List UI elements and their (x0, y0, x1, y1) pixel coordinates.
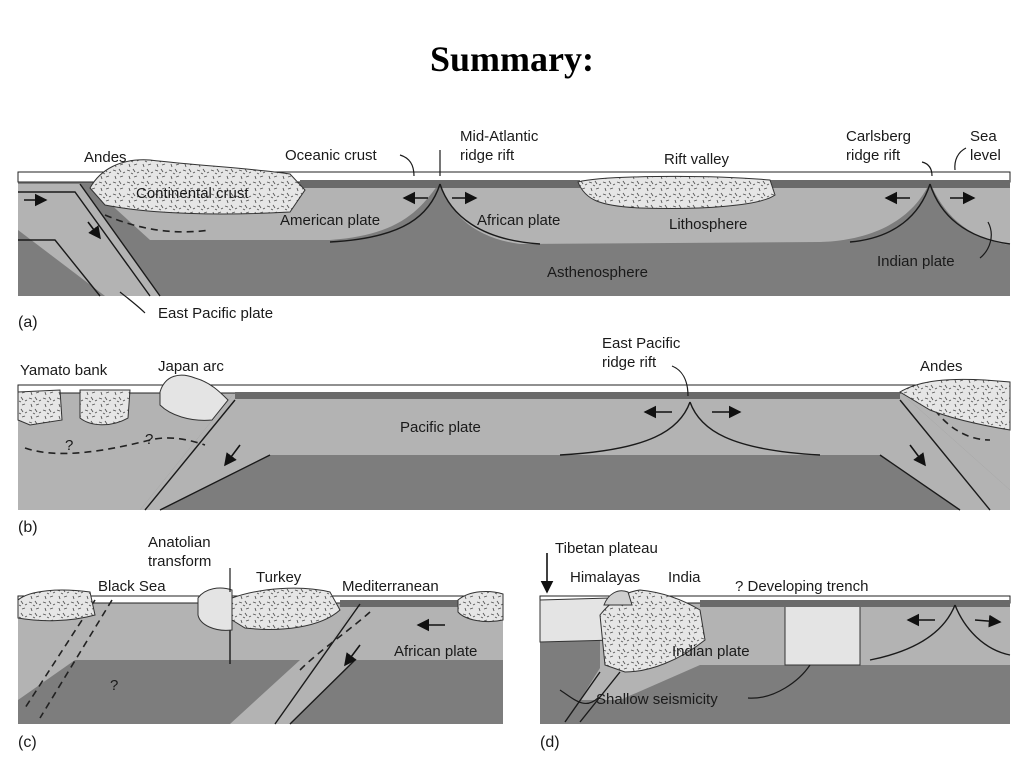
pacific-plate-lithosphere (140, 392, 1010, 510)
african-plate-lithosphere (440, 182, 930, 244)
label-african-plate: African plate (477, 212, 560, 229)
label-india: India (668, 569, 701, 586)
label-anatolian-transform: transform (148, 553, 211, 570)
panel-label-c: (c) (18, 734, 37, 751)
label-african-plate-c: African plate (394, 643, 477, 660)
label-question-c: ? (110, 677, 118, 694)
label-question-b2: ? (145, 431, 153, 448)
anatolian-block (197, 587, 233, 631)
label-japan-arc: Japan arc (158, 358, 224, 375)
panel-c: Anatolian transform Black Sea Turkey Med… (17, 534, 504, 751)
andes-continental-crust (89, 159, 306, 215)
panel-a: Andes Continental crust Oceanic crust Mi… (17, 128, 1011, 331)
label-asthenosphere: Asthenosphere (547, 264, 648, 281)
panel-label-d: (d) (540, 734, 560, 751)
label-east-pacific: East Pacific (602, 335, 681, 352)
label-shallow-seismicity: Shallow seismicity (596, 691, 718, 708)
panel-c-lithosphere-left (18, 600, 360, 724)
east-pacific-slab (18, 184, 160, 296)
label-rift-valley: Rift valley (664, 151, 730, 168)
label-andes-b: Andes (920, 358, 963, 375)
rift-valley-crust (577, 175, 776, 209)
west-lithosphere (18, 392, 235, 510)
label-continental-crust: Continental crust (136, 185, 249, 202)
himalayas-peak (603, 590, 633, 606)
label-pacific-plate: Pacific plate (400, 419, 481, 436)
panel-c-lithosphere-right (275, 600, 503, 724)
panel-d: Tibetan plateau Himalayas India ? Develo… (539, 540, 1011, 751)
japan-arc-block (159, 374, 229, 421)
label-developing-trench: ? Developing trench (735, 578, 868, 595)
panel-b: Yamato bank Japan arc East Pacific ridge… (17, 335, 1011, 536)
label-anatolian: Anatolian (148, 534, 211, 551)
page-title: Summary: (430, 39, 594, 79)
label-yamato-bank: Yamato bank (20, 362, 108, 379)
label-black-sea: Black Sea (98, 578, 166, 595)
label-tibetan-plateau: Tibetan plateau (555, 540, 658, 557)
label-oceanic-crust: Oceanic crust (285, 147, 378, 164)
andes-crust-b (899, 378, 1011, 431)
label-mid-atlantic: Mid-Atlantic (460, 128, 539, 145)
turkey-crust (231, 587, 341, 630)
panel-label-b: (b) (18, 519, 38, 536)
label-mediterranean: Mediterranean (342, 578, 439, 595)
label-turkey: Turkey (256, 569, 302, 586)
yamato-bank-crust (17, 389, 63, 426)
label-question-b1: ? (65, 437, 73, 454)
label-indian-plate-d: Indian plate (672, 643, 750, 660)
label-indian-plate: Indian plate (877, 253, 955, 270)
panel-label-a: (a) (18, 314, 38, 331)
label-american-plate: American plate (280, 212, 380, 229)
label-sea: Sea (970, 128, 997, 145)
label-mid-atlantic-rift: ridge rift (460, 147, 515, 164)
label-andes: Andes (84, 149, 127, 166)
mediterranean-crust (457, 591, 504, 623)
label-himalayas: Himalayas (570, 569, 640, 586)
label-carlsberg-rift: ridge rift (846, 147, 901, 164)
label-lithosphere: Lithosphere (669, 216, 747, 233)
label-east-pacific-plate: East Pacific plate (158, 305, 273, 322)
label-east-pacific-rift: ridge rift (602, 354, 657, 371)
label-carlsberg: Carlsberg (846, 128, 911, 145)
panel-d-light-block (784, 604, 861, 666)
black-sea-west-crust (17, 589, 96, 622)
yamato-bank-crust-2 (79, 389, 131, 426)
label-sea-level: level (970, 147, 1001, 164)
